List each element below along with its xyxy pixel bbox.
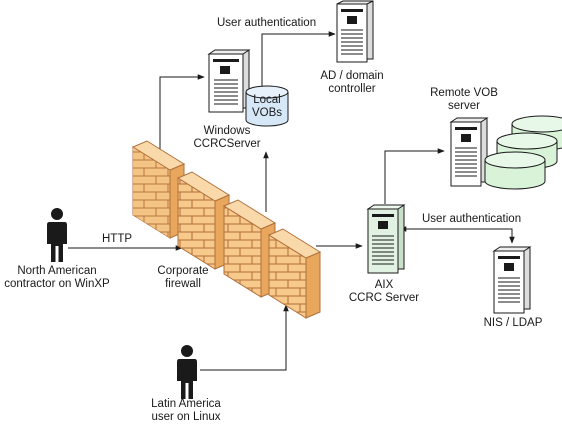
- user-auth-top-label: User authentication: [217, 17, 317, 29]
- firewall-block-3: [222, 199, 277, 298]
- nis-ldap-label: NIS / LDAP: [483, 317, 543, 329]
- firewall-block-1: [131, 140, 186, 239]
- http-label: HTTP: [102, 233, 133, 245]
- north-american-user-icon: [47, 208, 67, 262]
- corporate-firewall: [131, 140, 322, 319]
- firewall-block-2: [176, 171, 231, 270]
- remote-vob-disk-front: [484, 151, 546, 190]
- edge-aix-remote-vob: [384, 148, 445, 204]
- ad-server-icon: [336, 0, 374, 63]
- edge-windows-to-ad: [261, 31, 336, 88]
- nis-ldap-server-icon: [492, 246, 532, 314]
- local-vobs-cylinder: [245, 85, 289, 127]
- edge-firewall-to-windows-left: [159, 74, 205, 160]
- edge-latin-america: [200, 304, 289, 371]
- connectors: [68, 31, 515, 371]
- user-auth-right-label: User authentication: [422, 213, 522, 225]
- windows-ccrc-server-icon: [207, 49, 251, 113]
- latin-america-user-icon: [177, 345, 197, 399]
- firewall-block-4: [267, 228, 322, 319]
- remote-vob-server-icon: [449, 117, 489, 187]
- remote-vob-disks: [484, 115, 562, 190]
- edge-aix-nis: [399, 226, 515, 244]
- aix-ccrc-server-icon: [366, 204, 406, 274]
